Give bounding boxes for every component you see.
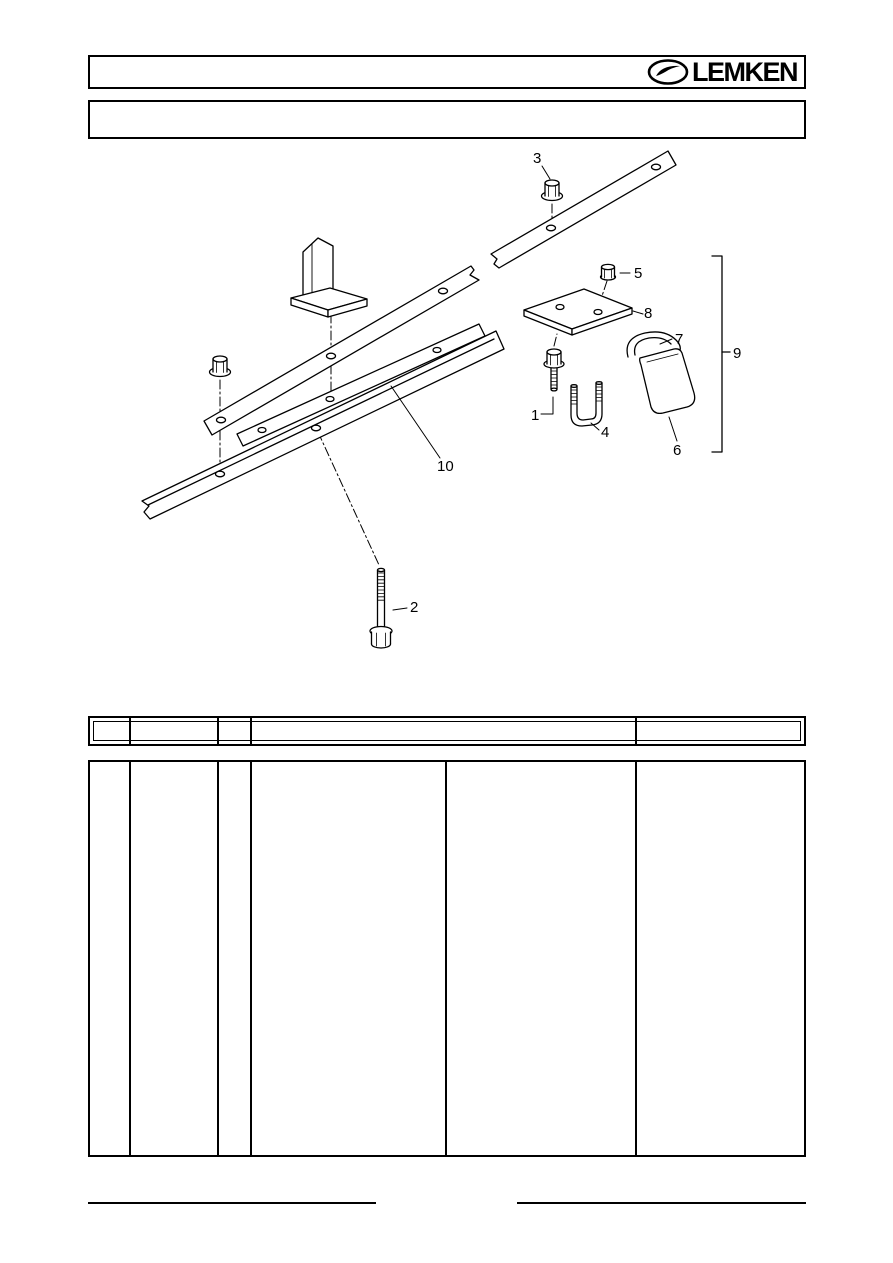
angle-bracket (290, 237, 368, 318)
top-rail (203, 150, 677, 436)
header-logo-box: LEMKEN (88, 55, 806, 89)
callout-9: 9 (733, 345, 741, 362)
footer-rule-right (517, 1202, 806, 1204)
middle-rail (236, 323, 486, 447)
header-title-box (88, 100, 806, 139)
lemken-logo-text: LEMKEN (692, 56, 799, 87)
column-divider (250, 762, 252, 1155)
hex-nut-5 (599, 263, 617, 281)
callout-10: 10 (437, 458, 454, 475)
lemken-logo: LEMKEN (647, 56, 799, 87)
parts-table-body (88, 760, 806, 1157)
flange-nut-3 (540, 179, 564, 202)
callout-labels: 1 2 3 4 5 6 7 8 9 10 (410, 150, 741, 616)
clamp-plate-8 (523, 288, 633, 336)
callout-3: 3 (533, 150, 541, 167)
column-divider (217, 762, 219, 1155)
column-divider (635, 718, 637, 744)
callout-8: 8 (644, 305, 652, 322)
flange-nut-left (208, 355, 232, 378)
column-divider (250, 718, 252, 744)
leader-lines (390, 165, 678, 611)
parts-table-header-inner-rule (93, 721, 801, 741)
footer-rule-left (88, 1202, 376, 1204)
column-divider (445, 762, 447, 1155)
group-bracket-9 (711, 255, 731, 453)
bottom-rail (141, 330, 505, 520)
lemken-leaf-icon (647, 59, 689, 85)
u-bolt-4 (570, 381, 603, 427)
spring-clamp (626, 331, 696, 415)
callout-5: 5 (634, 265, 642, 282)
callout-6: 6 (673, 442, 681, 459)
parts-table-header (88, 716, 806, 746)
callout-7: 7 (675, 331, 683, 348)
hex-bolt-1 (543, 348, 565, 392)
column-divider (129, 718, 131, 744)
column-divider (129, 762, 131, 1155)
column-divider (635, 762, 637, 1155)
column-divider (217, 718, 219, 744)
callout-4: 4 (601, 424, 609, 441)
callout-1: 1 (531, 407, 539, 424)
callout-2: 2 (410, 599, 418, 616)
hex-bolt-2 (369, 567, 393, 649)
